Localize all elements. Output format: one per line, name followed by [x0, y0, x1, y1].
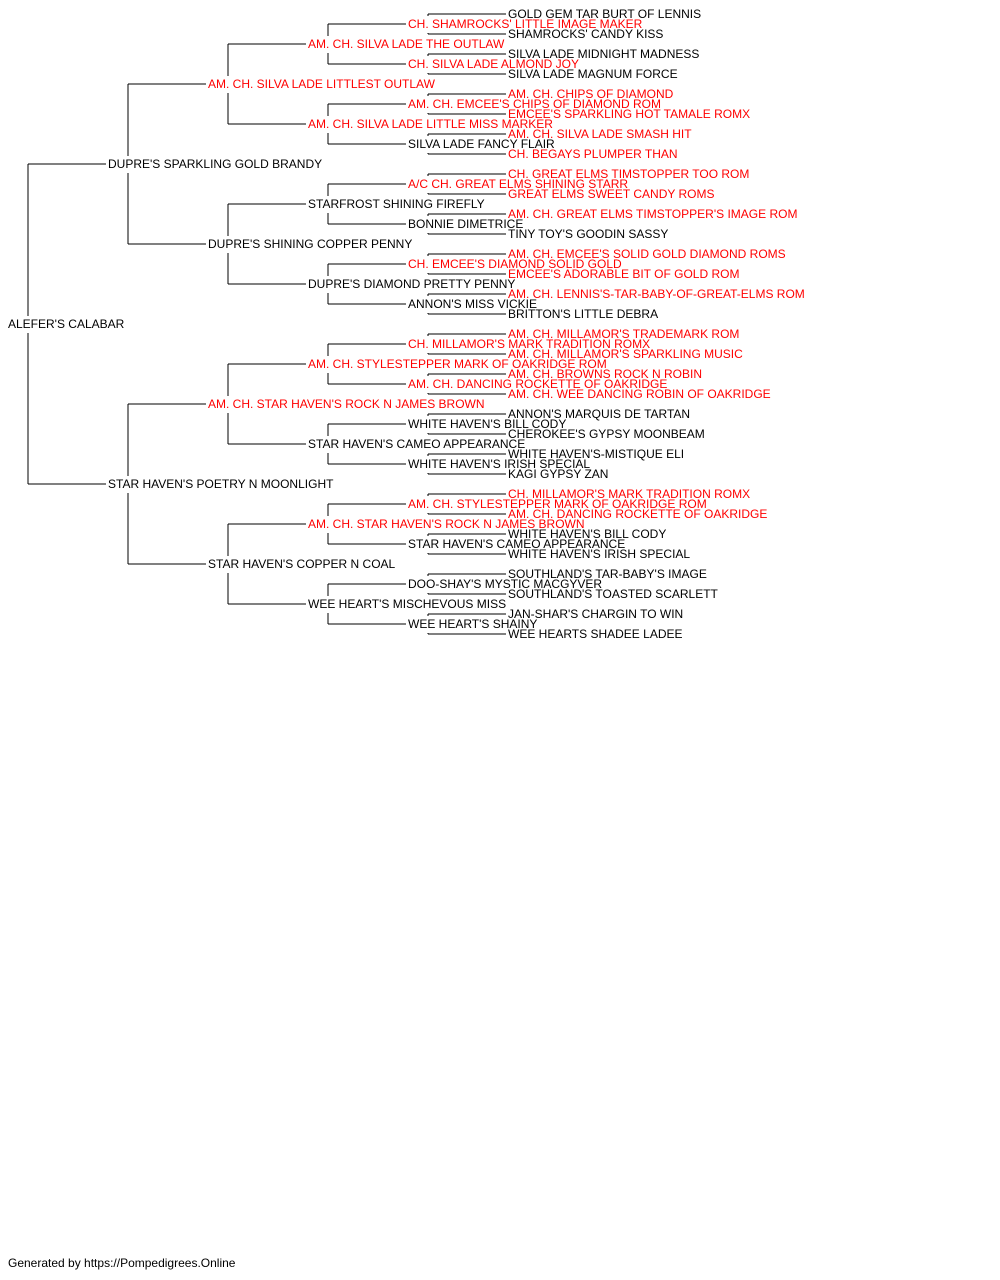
pedigree-node-gen2-2: AM. CH. STAR HAVEN'S ROCK N JAMES BROWN: [208, 397, 485, 411]
pedigree-node-gen5-14: AM. CH. LENNIS'S-TAR-BABY-OF-GREAT-ELMS …: [508, 287, 805, 301]
pedigree-node-gen4-6: CH. EMCEE'S DIAMOND SOLID GOLD: [408, 257, 622, 271]
pedigree-node-gen5-11: TINY TOY'S GOODIN SASSY: [508, 227, 668, 241]
pedigree-node-gen5-12: AM. CH. EMCEE'S SOLID GOLD DIAMOND ROMS: [508, 247, 786, 261]
pedigree-node-gen5-9: GREAT ELMS SWEET CANDY ROMS: [508, 187, 714, 201]
pedigree-node-gen4-0: CH. SHAMROCKS' LITTLE IMAGE MAKER: [408, 17, 643, 31]
pedigree-node-gen3-1: AM. CH. SILVA LADE LITTLE MISS MARKER: [308, 117, 553, 131]
pedigree-node-gen3-4: AM. CH. STYLESTEPPER MARK OF OAKRIDGE RO…: [308, 357, 607, 371]
pedigree-node-gen4-3: SILVA LADE FANCY FLAIR: [408, 137, 555, 151]
pedigree-node-gen0-0: ALEFER'S CALABAR: [8, 317, 125, 331]
pedigree-node-gen5-19: AM. CH. WEE DANCING ROBIN OF OAKRIDGE: [508, 387, 771, 401]
pedigree-node-gen1-0: DUPRE'S SPARKLING GOLD BRANDY: [108, 157, 322, 171]
pedigree-node-gen5-17: AM. CH. MILLAMOR'S SPARKLING MUSIC: [508, 347, 743, 361]
pedigree-node-gen5-2: SILVA LADE MIDNIGHT MADNESS: [508, 47, 699, 61]
pedigree-node-gen4-4: A/C CH. GREAT ELMS SHINING STARR: [408, 177, 628, 191]
pedigree-node-gen3-2: STARFROST SHINING FIREFLY: [308, 197, 485, 211]
pedigree-node-gen5-20: ANNON'S MARQUIS DE TARTAN: [508, 407, 690, 421]
pedigree-node-gen4-11: WHITE HAVEN'S IRISH SPECIAL: [408, 457, 590, 471]
pedigree-node-gen3-5: STAR HAVEN'S CAMEO APPEARANCE: [308, 437, 525, 451]
pedigree-node-gen4-10: WHITE HAVEN'S BILL CODY: [408, 417, 566, 431]
pedigree-node-gen5-25: AM. CH. DANCING ROCKETTE OF OAKRIDGE: [508, 507, 767, 521]
pedigree-node-gen3-3: DUPRE'S DIAMOND PRETTY PENNY: [308, 277, 515, 291]
pedigree-node-gen5-4: AM. CH. CHIPS OF DIAMOND: [508, 87, 674, 101]
pedigree-node-gen4-7: ANNON'S MISS VICKIE: [408, 297, 537, 311]
generated-by-footer: Generated by https://Pompedigrees.Online: [8, 1256, 236, 1270]
pedigree-node-gen3-6: AM. CH. STAR HAVEN'S ROCK N JAMES BROWN: [308, 517, 585, 531]
pedigree-node-gen5-3: SILVA LADE MAGNUM FORCE: [508, 67, 678, 81]
pedigree-node-gen5-13: EMCEE'S ADORABLE BIT OF GOLD ROM: [508, 267, 739, 281]
pedigree-node-gen4-14: DOO-SHAY'S MYSTIC MACGYVER: [408, 577, 602, 591]
pedigree-node-gen5-15: BRITTON'S LITTLE DEBRA: [508, 307, 658, 321]
pedigree-node-gen4-1: CH. SILVA LADE ALMOND JOY: [408, 57, 579, 71]
pedigree-node-gen5-5: EMCEE'S SPARKLING HOT TAMALE ROMX: [508, 107, 750, 121]
pedigree-node-gen5-27: WHITE HAVEN'S IRISH SPECIAL: [508, 547, 690, 561]
pedigree-node-gen5-21: CHEROKEE'S GYPSY MOONBEAM: [508, 427, 705, 441]
pedigree-node-gen5-16: AM. CH. MILLAMOR'S TRADEMARK ROM: [508, 327, 739, 341]
pedigree-node-gen5-23: KAGI GYPSY ZAN: [508, 467, 608, 481]
pedigree-connector-lines: [27, 13, 506, 635]
pedigree-node-gen3-0: AM. CH. SILVA LADE THE OUTLAW: [308, 37, 505, 51]
pedigree-node-gen3-7: WEE HEART'S MISCHEVOUS MISS: [308, 597, 506, 611]
pedigree-node-gen4-13: STAR HAVEN'S CAMEO APPEARANCE: [408, 537, 625, 551]
pedigree-node-gen5-26: WHITE HAVEN'S BILL CODY: [508, 527, 666, 541]
pedigree-node-gen2-1: DUPRE'S SHINING COPPER PENNY: [208, 237, 412, 251]
pedigree-node-gen1-1: STAR HAVEN'S POETRY N MOONLIGHT: [108, 477, 334, 491]
pedigree-node-gen5-31: WEE HEARTS SHADEE LADEE: [508, 627, 683, 641]
pedigree-node-gen4-15: WEE HEART'S SHAINY: [408, 617, 537, 631]
pedigree-node-gen5-1: SHAMROCKS' CANDY KISS: [508, 27, 663, 41]
pedigree-node-gen5-29: SOUTHLAND'S TOASTED SCARLETT: [508, 587, 719, 601]
pedigree-node-gen5-10: AM. CH. GREAT ELMS TIMSTOPPER'S IMAGE RO…: [508, 207, 797, 221]
pedigree-node-gen5-24: CH. MILLAMOR'S MARK TRADITION ROMX: [508, 487, 750, 501]
pedigree-labels: ALEFER'S CALABAR DUPRE'S SPARKLING GOLD B…: [8, 7, 805, 641]
pedigree-node-gen5-6: AM. CH. SILVA LADE SMASH HIT: [508, 127, 692, 141]
pedigree-node-gen4-5: BONNIE DIMETRICE: [408, 217, 523, 231]
pedigree-node-gen2-3: STAR HAVEN'S COPPER N COAL: [208, 557, 396, 571]
pedigree-node-gen5-0: GOLD GEM TAR BURT OF LENNIS: [508, 7, 701, 21]
pedigree-node-gen5-8: CH. GREAT ELMS TIMSTOPPER TOO ROM: [508, 167, 749, 181]
pedigree-node-gen4-9: AM. CH. DANCING ROCKETTE OF OAKRIDGE: [408, 377, 667, 391]
pedigree-node-gen4-8: CH. MILLAMOR'S MARK TRADITION ROMX: [408, 337, 650, 351]
pedigree-node-gen5-7: CH. BEGAYS PLUMPER THAN: [508, 147, 678, 161]
pedigree-node-gen4-2: AM. CH. EMCEE'S CHIPS OF DIAMOND ROM: [408, 97, 661, 111]
pedigree-node-gen2-0: AM. CH. SILVA LADE LITTLEST OUTLAW: [208, 77, 436, 91]
pedigree-node-gen5-22: WHITE HAVEN'S-MISTIQUE ELI: [508, 447, 684, 461]
pedigree-node-gen5-18: AM. CH. BROWNS ROCK N ROBIN: [508, 367, 702, 381]
pedigree-node-gen4-12: AM. CH. STYLESTEPPER MARK OF OAKRIDGE RO…: [408, 497, 707, 511]
pedigree-node-gen5-30: JAN-SHAR'S CHARGIN TO WIN: [508, 607, 683, 621]
pedigree-node-gen5-28: SOUTHLAND'S TAR-BABY'S IMAGE: [508, 567, 707, 581]
